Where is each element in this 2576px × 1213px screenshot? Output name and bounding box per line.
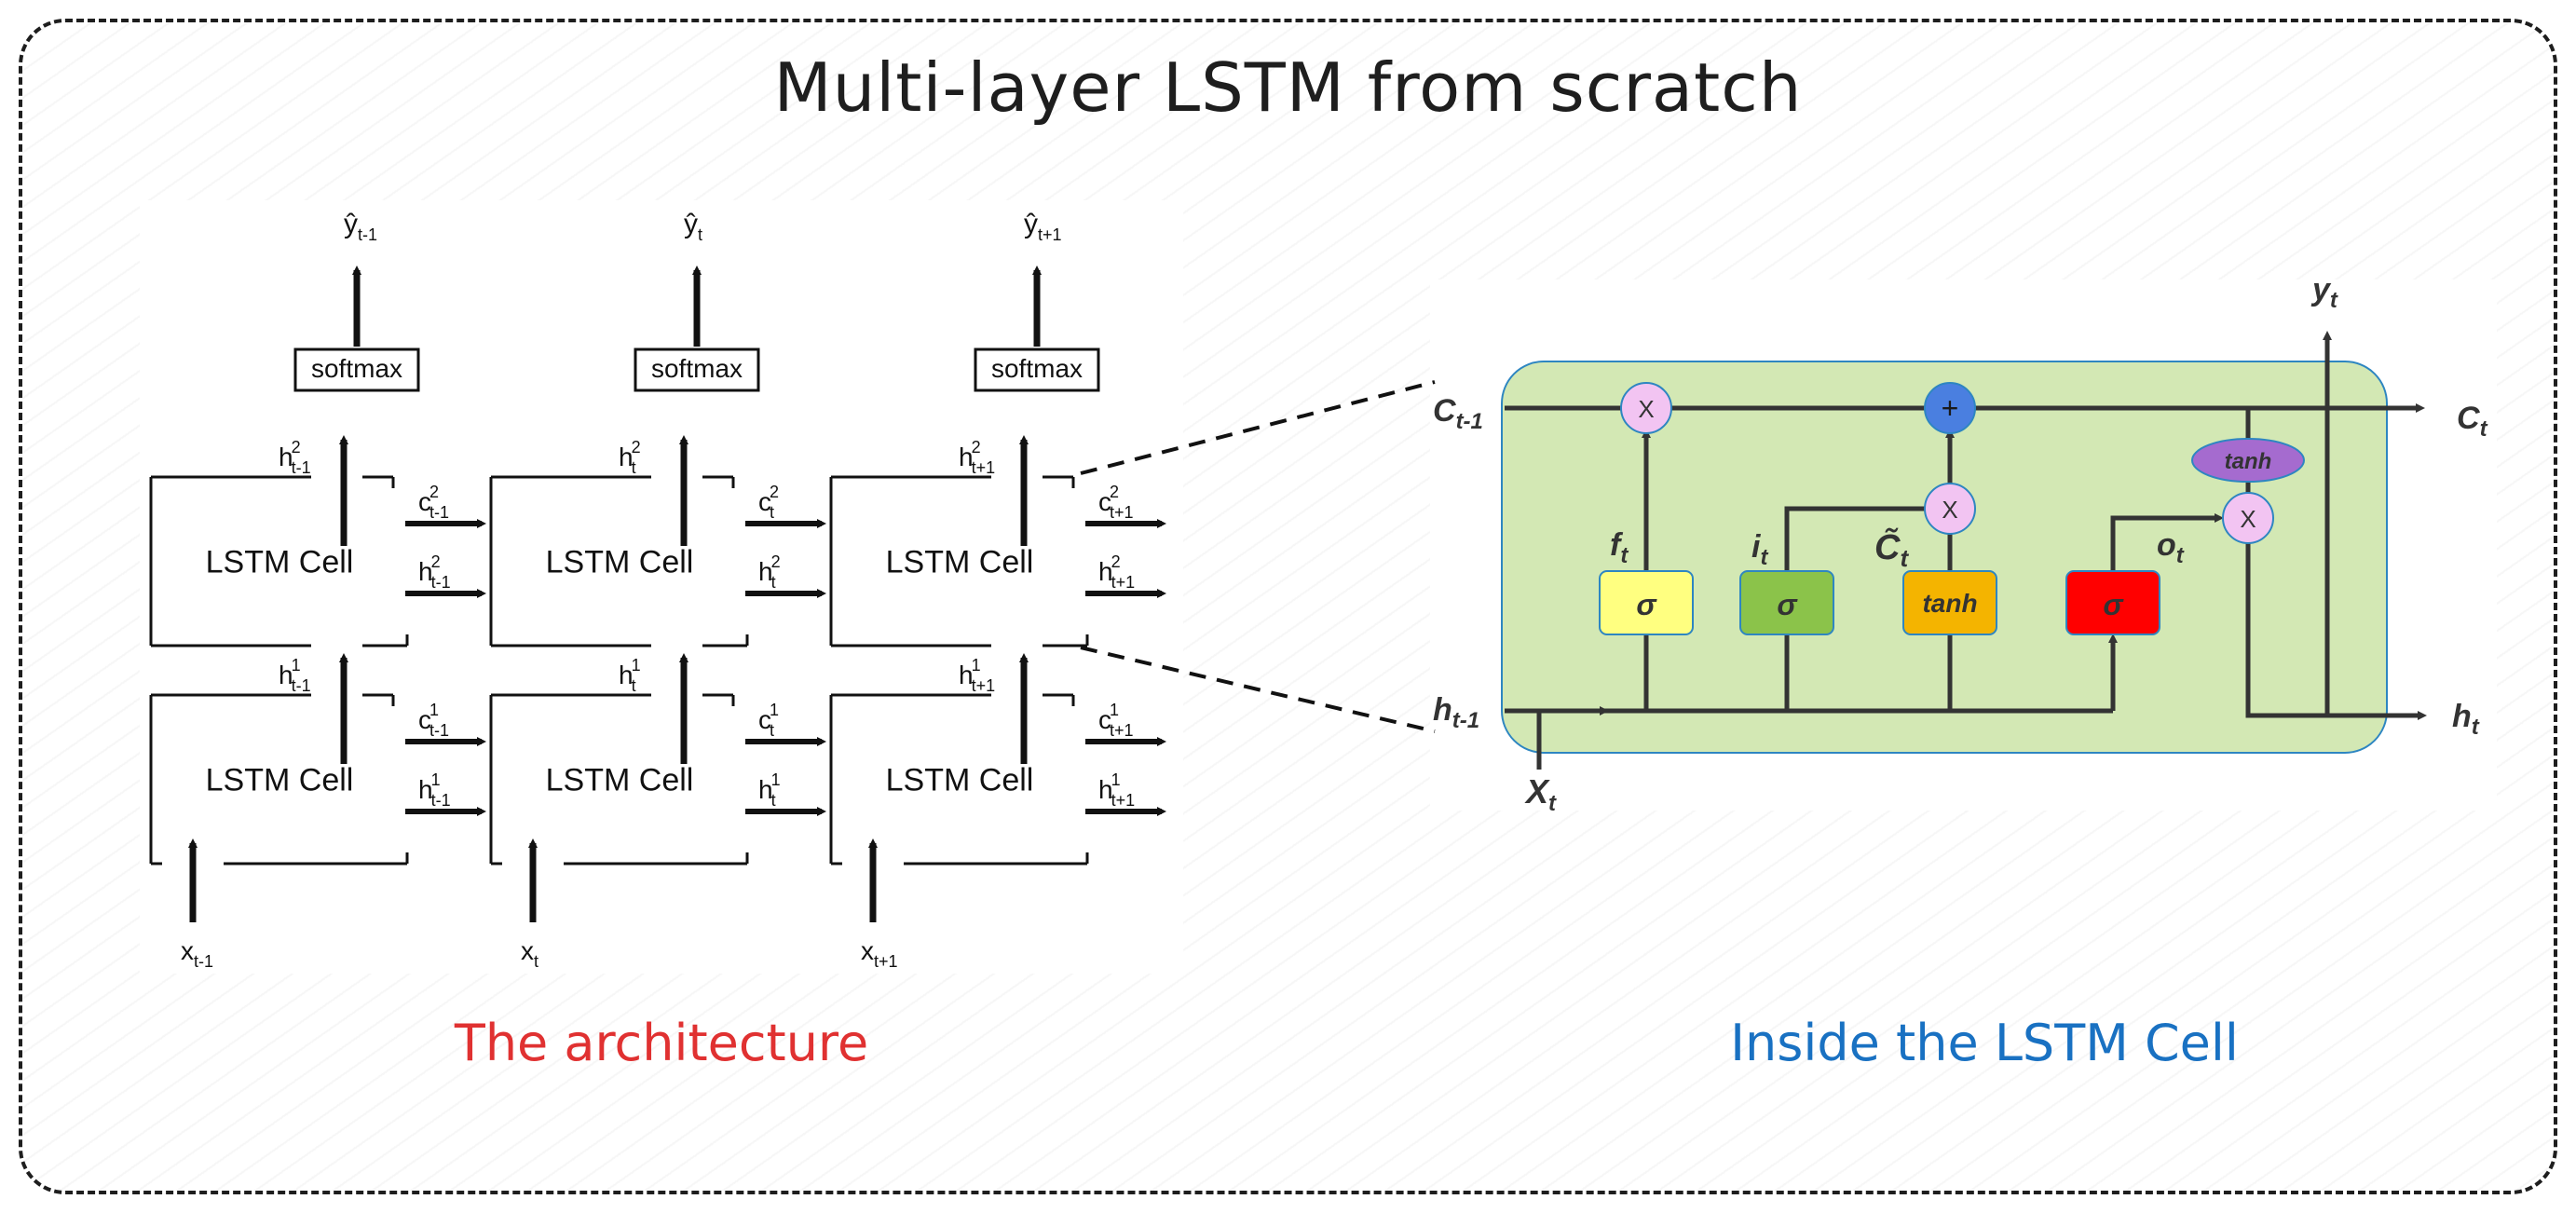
candidate-label: C̃t (1874, 526, 1909, 572)
col1-layer2-cell-label: LSTM Cell (206, 545, 354, 580)
h-next-label: ht (2452, 699, 2480, 740)
input-multiply-node (1924, 483, 1976, 535)
output-gate-label: ot (2157, 527, 2185, 568)
output-gate-output-line (2110, 515, 2215, 571)
hidden-output-line (2245, 543, 2420, 718)
architecture-background (140, 200, 1183, 974)
architecture-caption: The architecture (454, 1014, 869, 1072)
input-gate-sigma: σ (1777, 588, 1798, 621)
col1-softmax-box (293, 348, 420, 392)
add-node (1924, 382, 1976, 434)
forget-multiply-symbol: X (1638, 395, 1654, 423)
candidate-gate-box (1902, 570, 1997, 635)
cell-tanh-node (2191, 438, 2305, 483)
input-gate-label: it (1751, 529, 1768, 570)
input-multiply-symbol: X (1942, 496, 1957, 524)
zoom-line-top (1080, 380, 1436, 475)
page-title: Multi-layer LSTM from scratch (773, 48, 1803, 127)
x-input-label: Xt (1524, 772, 1557, 816)
col3-softmax-box (974, 348, 1100, 392)
col2-layer1-cell-label: LSTM Cell (546, 763, 694, 798)
input-gate-output-line (1784, 506, 1927, 571)
output-gate-sigma: σ (2103, 588, 2124, 621)
col1-output-label: ŷt-1 (344, 209, 377, 244)
forget-gate-label: ft (1610, 527, 1629, 568)
input-gate-box (1739, 570, 1834, 635)
cell-body (1501, 361, 2388, 754)
col3-layer1-cell-label: LSTM Cell (886, 763, 1034, 798)
cell-tanh-label: tanh (2225, 449, 2272, 474)
col3-output-label: ŷt+1 (1024, 209, 1062, 244)
col1-softmax-label: softmax (311, 354, 402, 383)
zoom-line-bottom (1080, 646, 1436, 733)
cell-caption: Inside the LSTM Cell (1730, 1014, 2239, 1072)
forget-gate-box (1599, 570, 1694, 635)
h-prev-label: ht-1 (1433, 692, 1479, 733)
col3-input-label: xt+1 (861, 936, 898, 971)
add-symbol: + (1942, 391, 1959, 425)
c-next-label: Ct (2457, 401, 2488, 442)
forget-multiply-node (1620, 382, 1672, 434)
col3-softmax-label: softmax (991, 354, 1083, 383)
col3-layer2-cell-label: LSTM Cell (886, 545, 1034, 580)
lstm-cell-diagram: σ σ tanh σ X + X X tanh Ct-1 Ct ht-1 ht … (1080, 272, 2497, 816)
output-gate-box (2065, 570, 2160, 635)
col2-layer2-cell-label: LSTM Cell (546, 545, 694, 580)
forget-gate-sigma: σ (1636, 588, 1657, 621)
candidate-gate-tanh: tanh (1922, 589, 1977, 618)
output-multiply-node (2222, 492, 2274, 544)
col2-input-label: xt (521, 936, 538, 971)
col2-output-label: ŷt (684, 209, 702, 244)
col2-softmax-label: softmax (651, 354, 743, 383)
output-multiply-symbol: X (2240, 505, 2256, 533)
c-prev-label: Ct-1 (1433, 393, 1483, 434)
y-output-label: yt (2310, 272, 2338, 313)
col1-input-label: xt-1 (181, 936, 213, 971)
col2-softmax-box (634, 348, 760, 392)
col1-layer1-cell-label: LSTM Cell (206, 763, 354, 798)
